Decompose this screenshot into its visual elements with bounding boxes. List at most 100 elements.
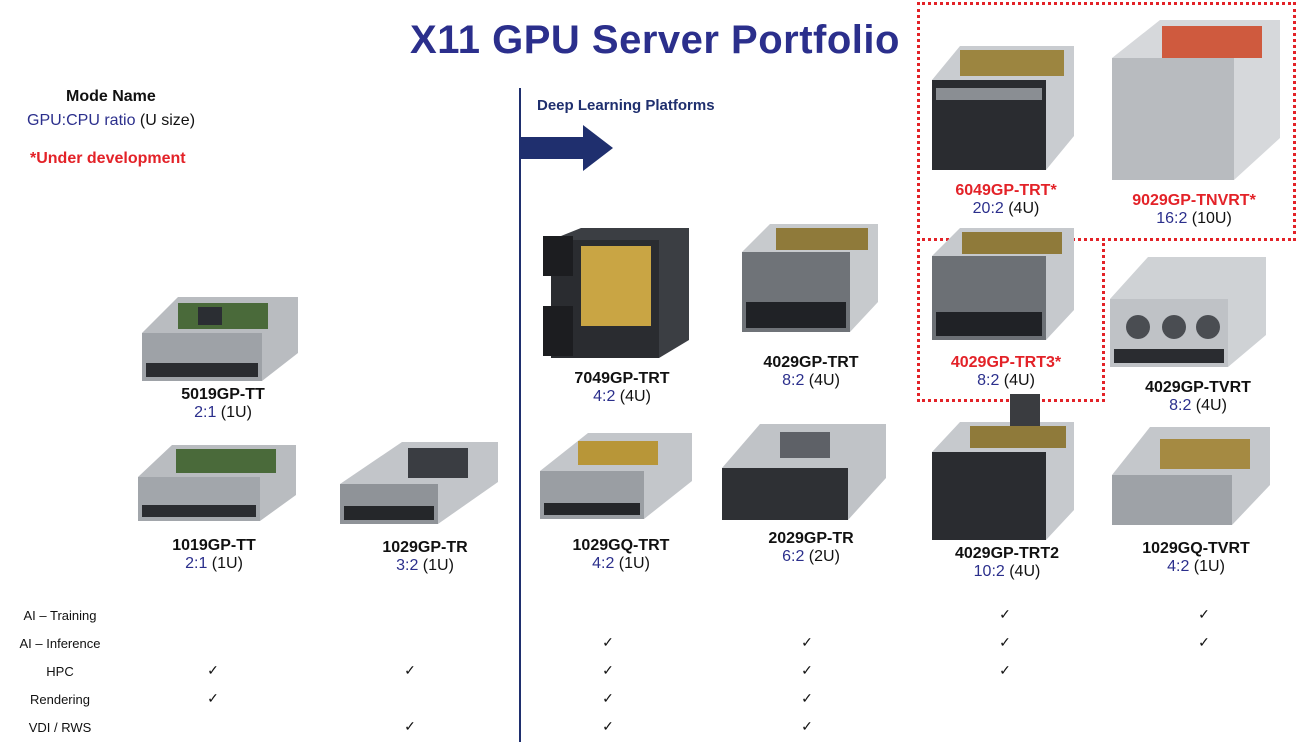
check-icon: ✓ — [404, 718, 416, 734]
under-development-note: *Under development — [30, 150, 186, 167]
server-size: (4U) — [615, 388, 651, 405]
under-development-frame-mid — [1102, 238, 1105, 402]
server-ratio: 8:2 — [782, 372, 805, 389]
under-development-frame-left — [917, 238, 920, 402]
server-spec: 2:1 (1U) — [159, 555, 269, 573]
server-name: 2029GP-TR — [768, 530, 854, 547]
server-1029gp-tr-image — [340, 442, 498, 524]
server-9029gp-tnvrt-image — [1112, 20, 1280, 180]
server-1029gq-trt-image — [540, 433, 692, 519]
server-ratio: 8:2 — [1169, 397, 1192, 414]
server-4029gp-trt2: 4029GP-TRT2 10:2 (4U) — [947, 545, 1067, 581]
server-name: 5019GP-TT — [181, 386, 265, 403]
server-spec: 4:2 (1U) — [1136, 558, 1256, 576]
server-2029gp-tr: 2029GP-TR 6:2 (2U) — [756, 530, 866, 566]
check-icon: ✓ — [404, 662, 416, 678]
server-1029gp-tr: 1029GP-TR 3:2 (1U) — [370, 539, 480, 575]
server-size: (10U) — [1187, 210, 1232, 227]
use-case-ai-inference: AI – Inference — [19, 636, 101, 651]
server-ratio: 6:2 — [782, 548, 805, 565]
check-icon: ✓ — [207, 662, 219, 678]
server-name: 4029GP-TVRT — [1145, 379, 1251, 396]
server-size: (1U) — [614, 555, 650, 572]
server-name: 1029GQ-TVRT — [1142, 540, 1250, 557]
server-4029gp-trt3: 4029GP-TRT3* 8:2 (4U) — [941, 354, 1071, 390]
server-name: 6049GP-TRT* — [955, 182, 1057, 199]
server-size: (4U) — [1191, 397, 1227, 414]
server-spec: 2:1 (1U) — [168, 404, 278, 422]
server-size: (4U) — [1004, 563, 1041, 580]
server-spec: 8:2 (4U) — [756, 372, 866, 390]
server-spec: 20:2 (4U) — [948, 200, 1064, 218]
server-6049gp-trt: 6049GP-TRT* 20:2 (4U) — [948, 182, 1064, 218]
use-case-hpc: HPC — [46, 664, 74, 679]
server-spec: 10:2 (4U) — [947, 563, 1067, 581]
use-case-vdi-rws: VDI / RWS — [28, 720, 92, 735]
legend-size-label: (U size) — [135, 112, 196, 129]
server-name: 1019GP-TT — [172, 537, 256, 554]
server-ratio: 20:2 — [972, 200, 1004, 217]
server-1019gp-tt-image — [138, 445, 296, 521]
check-icon: ✓ — [801, 718, 813, 734]
check-icon: ✓ — [1198, 634, 1210, 650]
check-icon: ✓ — [801, 690, 813, 706]
check-icon: ✓ — [801, 634, 813, 650]
server-5019gp-tt-image — [142, 297, 298, 381]
server-2029gp-tr-image — [722, 424, 886, 520]
server-ratio: 2:1 — [194, 404, 217, 421]
server-9029gp-tnvrt: 9029GP-TNVRT* 16:2 (10U) — [1124, 192, 1264, 228]
legend-mode-name: Mode Name — [66, 88, 156, 105]
check-icon: ✓ — [801, 662, 813, 678]
use-case-ai-training: AI – Training — [23, 608, 97, 623]
server-name: 4029GP-TRT2 — [954, 545, 1060, 562]
server-ratio: 4:2 — [592, 555, 615, 572]
server-name: 1029GQ-TRT — [572, 537, 670, 554]
server-6049gp-trt-image — [932, 46, 1074, 170]
check-icon: ✓ — [207, 690, 219, 706]
server-1019gp-tt: 1019GP-TT 2:1 (1U) — [159, 537, 269, 573]
server-ratio: 4:2 — [1167, 558, 1190, 575]
server-1029gq-trt: 1029GQ-TRT 4:2 (1U) — [566, 537, 676, 573]
server-size: (2U) — [804, 548, 840, 565]
under-development-frame-top — [917, 2, 1296, 241]
arrow-right-icon — [521, 125, 613, 171]
server-size: (1U) — [1189, 558, 1225, 575]
server-4029gp-trt2-image — [932, 394, 1074, 540]
legend-ratio: GPU:CPU ratio (U size) — [27, 112, 195, 130]
server-size: (1U) — [216, 404, 252, 421]
server-ratio: 16:2 — [1156, 210, 1188, 227]
check-icon: ✓ — [602, 662, 614, 678]
check-icon: ✓ — [602, 690, 614, 706]
server-spec: 4:2 (1U) — [566, 555, 676, 573]
server-7049gp-trt-image — [543, 228, 689, 358]
check-icon: ✓ — [999, 634, 1011, 650]
page-title: X11 GPU Server Portfolio — [410, 18, 900, 62]
server-1029gq-tvrt: 1029GQ-TVRT 4:2 (1U) — [1136, 540, 1256, 576]
check-icon: ✓ — [999, 662, 1011, 678]
check-icon: ✓ — [602, 718, 614, 734]
server-spec: 8:2 (4U) — [941, 372, 1071, 390]
server-1029gq-tvrt-image — [1112, 427, 1270, 525]
server-size: (1U) — [207, 555, 243, 572]
server-spec: 3:2 (1U) — [370, 557, 480, 575]
server-ratio: 10:2 — [973, 563, 1005, 580]
server-name: 9029GP-TNVRT* — [1132, 192, 1256, 209]
server-name: 4029GP-TRT3* — [950, 354, 1062, 371]
server-ratio: 3:2 — [396, 557, 419, 574]
check-icon: ✓ — [602, 634, 614, 650]
server-4029gp-trt: 4029GP-TRT 8:2 (4U) — [756, 354, 866, 390]
use-case-rendering: Rendering — [30, 692, 90, 707]
server-spec: 8:2 (4U) — [1138, 397, 1258, 415]
section-divider — [519, 88, 521, 742]
server-4029gp-trt-image — [742, 224, 878, 332]
legend-ratio-label: GPU:CPU ratio — [27, 112, 136, 129]
server-size: (1U) — [418, 557, 454, 574]
server-4029gp-tvrt-image — [1110, 257, 1266, 367]
server-spec: 6:2 (2U) — [756, 548, 866, 566]
check-icon: ✓ — [999, 606, 1011, 622]
check-icon: ✓ — [1198, 606, 1210, 622]
server-4029gp-trt3-image — [932, 228, 1074, 340]
server-size: (4U) — [804, 372, 840, 389]
server-4029gp-tvrt: 4029GP-TVRT 8:2 (4U) — [1138, 379, 1258, 415]
server-ratio: 2:1 — [185, 555, 208, 572]
